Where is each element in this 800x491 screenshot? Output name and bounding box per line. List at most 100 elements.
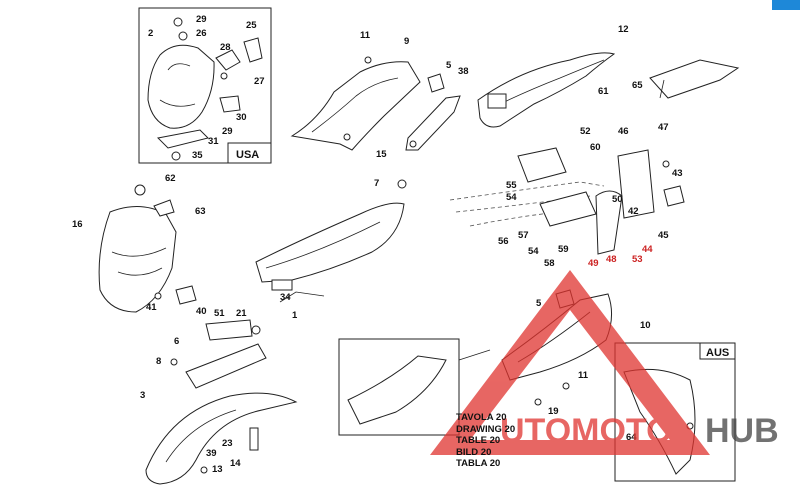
screw-47 [662, 160, 670, 168]
usa-washer-26 [178, 31, 188, 41]
callout-number: 59 [558, 244, 569, 255]
callout-number: 29 [222, 126, 233, 137]
callout-number: 16 [72, 219, 83, 230]
aus-region-label: AUS [706, 347, 729, 359]
usa-label-box [227, 142, 272, 164]
usa-bracket-30 [219, 95, 241, 113]
rear-support-65 [649, 59, 740, 99]
bracket-assembly-54 [539, 191, 597, 227]
callout-number: 63 [195, 206, 206, 217]
screw-7-15 [397, 179, 407, 189]
bracket-40 [175, 285, 197, 305]
table-title-line: TABLE 20 [456, 435, 501, 446]
clip-5-top [427, 73, 445, 93]
inset-side-panel [347, 355, 447, 425]
callout-number: 49 [588, 258, 599, 269]
usa-inset-box [138, 7, 272, 164]
callout-number: 28 [220, 42, 231, 53]
screw-11-bottom [562, 382, 570, 390]
callout-number: 58 [544, 258, 555, 269]
callout-number: 12 [618, 24, 629, 35]
callout-number: 46 [618, 126, 629, 137]
callout-number: 52 [580, 126, 591, 137]
screw-13 [200, 466, 208, 474]
callout-number: 57 [518, 230, 529, 241]
panel-hole [343, 133, 351, 141]
callout-number: 31 [208, 136, 219, 147]
callout-number: 25 [246, 20, 257, 31]
screw-21 [251, 325, 261, 335]
side-panel-9 [290, 61, 421, 151]
callout-number: 40 [196, 306, 207, 317]
screw-41 [154, 292, 162, 300]
callout-number: 60 [590, 142, 601, 153]
screw-19 [534, 398, 542, 406]
callout-number: 3 [140, 390, 145, 401]
callout-number: 50 [612, 194, 623, 205]
screw-62 [134, 184, 146, 196]
watermark-text-a: UTOMOTO [500, 412, 673, 450]
callout-number: 5 [446, 60, 452, 71]
corner-tab [772, 0, 800, 10]
callout-number: 14 [230, 458, 241, 469]
callout-number: 55 [506, 180, 517, 191]
aus-inset-box [614, 342, 736, 482]
bolt-23-14 [249, 427, 259, 451]
callout-number: 47 [658, 122, 669, 133]
bracket-43 [663, 185, 685, 207]
callout-number: 56 [498, 236, 509, 247]
table-title-line: TAVOLA 20 [456, 412, 507, 423]
callout-number: 39 [206, 448, 217, 459]
callout-number: 1 [292, 310, 298, 321]
plate-hole [409, 140, 417, 148]
front-fairing-16 [98, 206, 177, 313]
callout-number: 11 [578, 370, 589, 381]
callout-number: 54 [506, 192, 517, 203]
mudguard-bracket-6 [185, 343, 267, 389]
callout-number: 30 [236, 112, 247, 123]
callout-number: 8 [156, 356, 161, 367]
seat [255, 202, 405, 283]
callout-number: 2 [148, 28, 153, 39]
table-title-line: DRAWING 20 [456, 423, 516, 435]
mudguard-bracket-51 [205, 319, 253, 341]
callout-number: 35 [192, 150, 203, 161]
table-title-line: TABLA 20 [456, 458, 501, 469]
callout-number: 27 [254, 76, 265, 87]
usa-screw-35 [171, 151, 181, 161]
side-panel-inset [338, 338, 460, 436]
callout-number: 65 [632, 80, 643, 91]
callout-number: 38 [458, 66, 469, 77]
callout-number: 48 [606, 254, 617, 265]
aus-label-box [699, 342, 736, 360]
callout-number: 21 [236, 308, 247, 319]
callout-number: 45 [658, 230, 669, 241]
usa-screw-29 [173, 17, 183, 27]
callout-number: 23 [222, 438, 233, 449]
rear-tail-section-12 [477, 52, 616, 128]
callout-number: 62 [165, 173, 176, 184]
usa-bracket-25 [243, 37, 263, 63]
callout-number: 6 [174, 336, 179, 347]
callout-number: 29 [196, 14, 207, 25]
watermark: UTOMOTO HUB [430, 270, 779, 455]
usa-clip [215, 49, 241, 71]
rubber-34 [271, 279, 293, 291]
callout-number: 10 [640, 320, 651, 331]
callout-number: 43 [672, 168, 683, 179]
callout-number: 54 [528, 246, 539, 257]
callout-number: 42 [628, 206, 639, 217]
callout-number: 19 [548, 406, 559, 417]
side-plate-38 [405, 95, 461, 151]
table-title-block: TAVOLA 20 DRAWING 20 TABLE 20 BILD 20 TA… [456, 412, 515, 470]
screw-8 [170, 358, 178, 366]
callout-number: 9 [404, 36, 409, 47]
front-mudguard-3 [145, 392, 298, 485]
usa-screw-27 [220, 72, 228, 80]
usa-bracket [156, 129, 209, 149]
watermark-text-b: HUB [705, 412, 779, 450]
callout-number: 41 [146, 302, 157, 313]
callout-number: 7 [374, 178, 379, 189]
bracket-assembly-55 [517, 147, 567, 183]
